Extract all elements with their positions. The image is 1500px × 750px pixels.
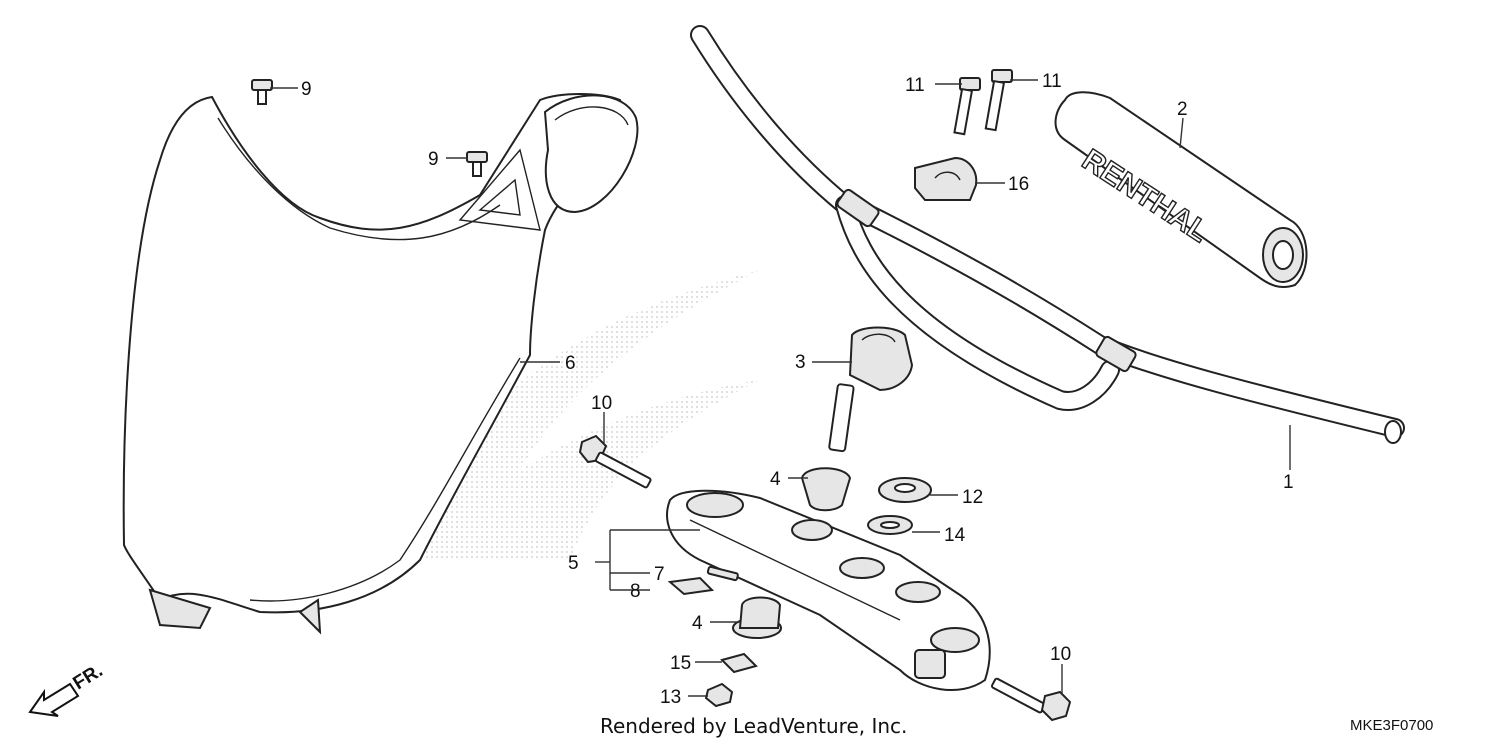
plate-8[interactable] [667,576,715,596]
callout-7: 7 [654,564,665,585]
callout-2: 2 [1177,99,1188,120]
bolt-11-right[interactable] [984,69,1013,132]
handlebar-clamp-16[interactable] [914,156,978,201]
callout-9-upper: 9 [301,79,312,100]
handlebar[interactable] [690,25,1405,444]
nut-13[interactable] [704,682,734,708]
watermark-wing [400,270,760,560]
callout-3: 3 [795,352,806,373]
callout-10-lower: 10 [1050,644,1071,665]
render-credit: Rendered by LeadVenture, Inc. [600,714,907,738]
callout-4-lower: 4 [692,613,703,634]
front-number-plate[interactable] [122,93,639,635]
bolt-11-left[interactable] [953,77,981,136]
callout-10-upper: 10 [591,393,612,414]
bolt-9-upper[interactable] [251,79,273,105]
callout-1: 1 [1283,472,1294,493]
front-arrow-label: FR. [70,660,107,694]
callout-5: 5 [568,553,579,574]
callout-6: 6 [565,353,576,374]
washer-15[interactable] [720,652,758,674]
bolt-10-lower[interactable] [991,677,1072,722]
callout-16: 16 [1008,174,1029,195]
diagram-code: MKE3F0700 [1350,717,1433,734]
handlebar-pad[interactable]: RENTHAL [1054,91,1308,288]
callout-8: 8 [630,581,641,602]
callout-11-left: 11 [905,75,925,96]
handlebar-holder-3[interactable] [828,326,914,453]
callout-9-middle: 9 [428,149,439,170]
plate-7[interactable] [706,565,739,582]
callout-11-right: 11 [1042,71,1062,92]
bolt-9-middle[interactable] [466,151,488,177]
bushing-4-upper[interactable] [800,467,852,512]
bushing-4-lower[interactable] [732,596,782,639]
callout-12: 12 [962,487,983,508]
callout-14: 14 [944,525,966,546]
bolt-10-upper[interactable] [578,434,652,489]
callout-13: 13 [660,687,681,708]
callout-15: 15 [670,653,691,674]
upper-triple-clamp[interactable] [666,489,991,692]
nut-12[interactable] [878,477,932,503]
washer-14[interactable] [867,515,913,535]
callout-4-upper: 4 [770,469,781,490]
front-direction-arrow: FR. [28,660,107,717]
leader-lines [270,79,1291,697]
